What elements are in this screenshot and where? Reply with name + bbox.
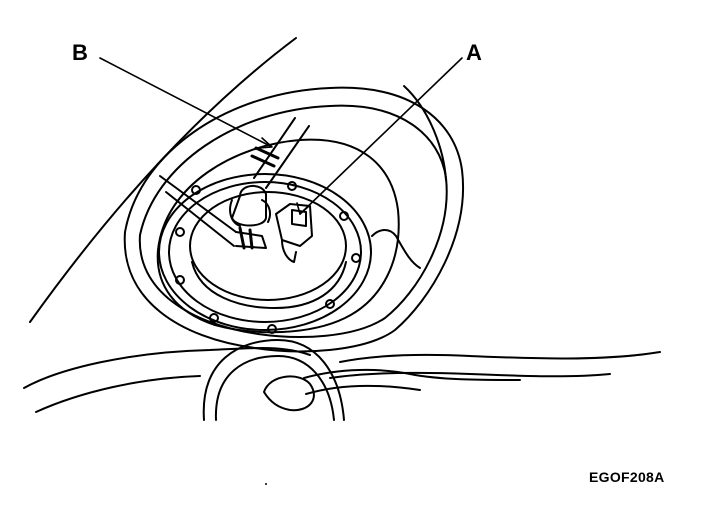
hose-loop bbox=[264, 376, 314, 410]
hose-elbow bbox=[230, 200, 270, 226]
body-right-curve bbox=[404, 86, 446, 180]
connector-lock bbox=[292, 210, 306, 226]
center-bulge-outer bbox=[204, 340, 344, 420]
pump-top-lower-edge bbox=[192, 262, 346, 308]
pump-top bbox=[190, 192, 346, 300]
callout-label-a: A bbox=[466, 40, 482, 65]
lower-body-right-inner bbox=[330, 373, 610, 378]
bolt bbox=[192, 186, 200, 194]
return-hose-lower bbox=[166, 192, 234, 246]
pump-flange-outer bbox=[159, 174, 371, 330]
hose-fitting bbox=[232, 186, 266, 226]
hose-loop-tail bbox=[304, 370, 520, 380]
bolt bbox=[352, 254, 360, 262]
body-right-edge bbox=[372, 230, 420, 268]
return-hose-upper bbox=[160, 176, 236, 232]
flange-bolts bbox=[176, 182, 360, 333]
leader-arrow-b bbox=[259, 138, 272, 148]
lower-body-left bbox=[24, 348, 310, 388]
stray-dot bbox=[265, 483, 267, 485]
leader-line-a bbox=[300, 58, 462, 214]
recess-rim bbox=[158, 140, 399, 333]
bolt bbox=[326, 300, 334, 308]
lower-body-right bbox=[340, 352, 660, 362]
fuel-hose-upper bbox=[254, 118, 295, 178]
center-bulge-inner bbox=[216, 356, 334, 420]
hose-loop-tail-inner bbox=[306, 386, 420, 394]
bolt bbox=[210, 314, 218, 322]
bolt bbox=[288, 182, 296, 190]
connector-wire bbox=[282, 240, 296, 262]
fuel-hose-lower bbox=[266, 126, 309, 188]
pump-flange-inner bbox=[169, 182, 361, 322]
leader-arrow-a bbox=[297, 203, 309, 214]
figure-code: EGOF208A bbox=[589, 469, 665, 485]
bolt bbox=[176, 276, 184, 284]
callout-label-b: B bbox=[72, 40, 88, 65]
leader-line-b bbox=[100, 58, 270, 146]
tank-opening-outer bbox=[125, 88, 463, 352]
lower-body-left-inner bbox=[36, 376, 200, 412]
body-outer-curve bbox=[30, 38, 296, 322]
return-hose-clamp bbox=[240, 228, 252, 248]
bolt bbox=[340, 212, 348, 220]
hose-clamp bbox=[252, 148, 278, 166]
bolt bbox=[176, 228, 184, 236]
bolt bbox=[268, 325, 276, 333]
